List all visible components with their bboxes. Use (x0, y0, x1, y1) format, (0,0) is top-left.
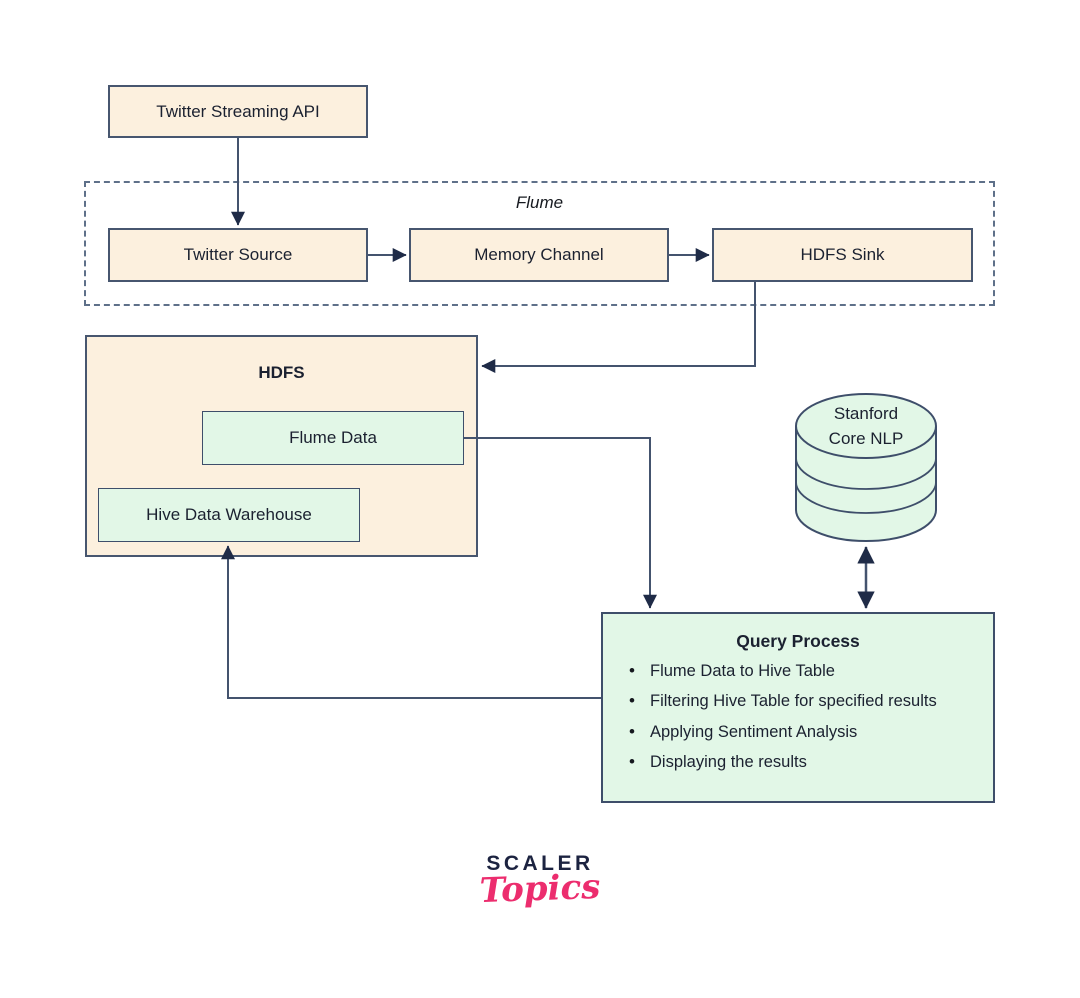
node-flume-data-label: Flume Data (289, 428, 377, 447)
stanford-core-nlp-line2: Core NLP (828, 429, 904, 448)
node-twitter-streaming-api-label: Twitter Streaming API (156, 101, 320, 121)
node-hive-data-warehouse: Hive Data Warehouse (98, 488, 360, 542)
brand-topics-text: Topics (479, 866, 601, 912)
node-query-process-title: Query Process (736, 631, 860, 651)
query-process-bullet: Filtering Hive Table for specified resul… (629, 691, 983, 711)
brand-logo: SCALER Topics (430, 852, 650, 911)
query-process-bullet: Displaying the results (629, 752, 983, 772)
flume-group-label: Flume (515, 193, 564, 212)
query-process-bullet: Flume Data to Hive Table (629, 661, 983, 681)
node-hdfs-title: HDFS (258, 363, 305, 382)
arrow-query-process-to-hive-warehouse (221, 545, 601, 699)
node-flume-data: Flume Data (202, 411, 464, 465)
node-hdfs-sink: HDFS Sink (712, 228, 973, 282)
node-twitter-source-label: Twitter Source (183, 245, 293, 264)
query-process-bullet-list: Flume Data to Hive Table Filtering Hive … (603, 661, 993, 784)
node-memory-channel: Memory Channel (409, 228, 669, 282)
node-query-process: Query Process Flume Data to Hive Table F… (601, 612, 995, 803)
node-twitter-source: Twitter Source (108, 228, 368, 282)
query-process-bullet: Applying Sentiment Analysis (629, 722, 983, 742)
arrow-flume-data-to-query-process (464, 437, 657, 609)
brand-scaler-text: SCALER (486, 852, 594, 875)
node-memory-channel-label: Memory Channel (474, 245, 604, 264)
node-twitter-streaming-api: Twitter Streaming API (108, 85, 368, 138)
node-hdfs-sink-label: HDFS Sink (800, 245, 885, 264)
node-stanford-core-nlp-label: Stanford Core NLP (796, 401, 936, 451)
stanford-core-nlp-line1: Stanford (833, 404, 899, 423)
node-hive-data-warehouse-label: Hive Data Warehouse (146, 505, 312, 524)
